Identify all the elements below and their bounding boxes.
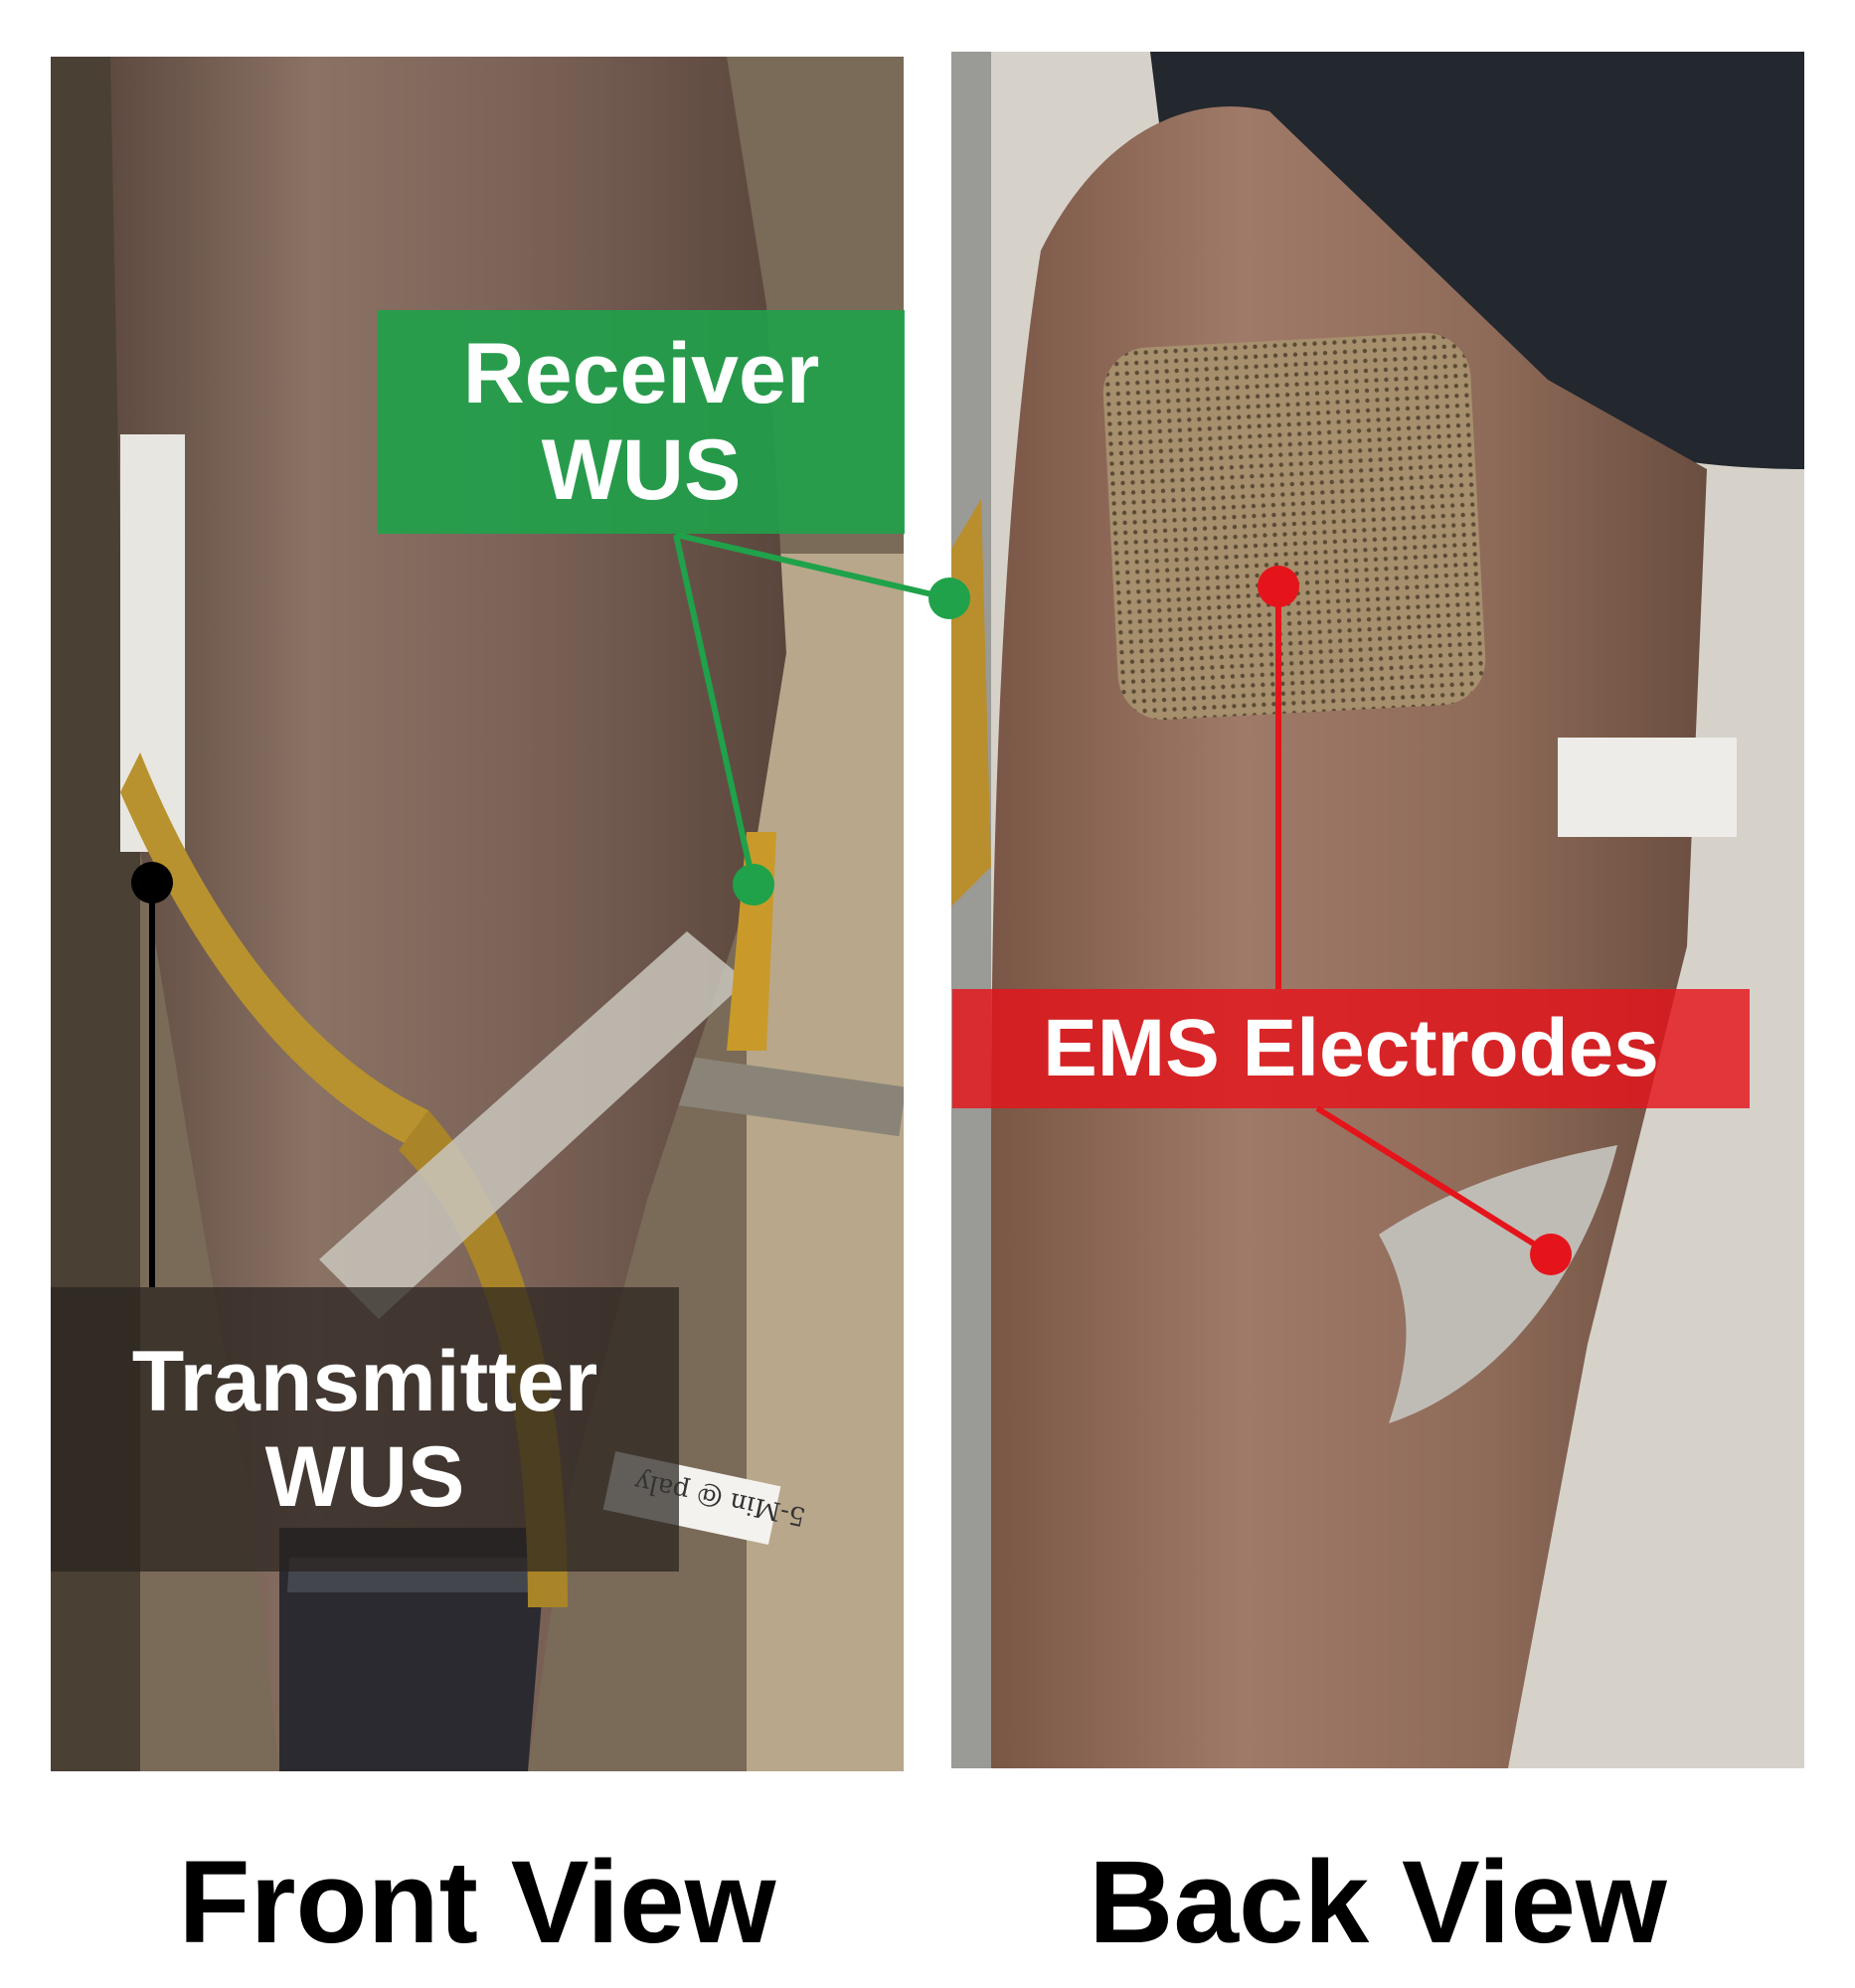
front-view-caption: Front View	[178, 1837, 776, 1968]
transmitter-wus-label: Transmitter WUS	[51, 1287, 679, 1572]
ems-electrodes-label: EMS Electrodes	[952, 989, 1750, 1108]
back-leg-illustration	[951, 52, 1804, 1768]
ems-leader-line-bottom	[1315, 1105, 1553, 1257]
receiver-label-line2: WUS	[541, 421, 742, 518]
receiver-marker-back	[928, 578, 970, 619]
transmitter-label-line1: Transmitter	[131, 1333, 598, 1429]
receiver-label-line1: Receiver	[462, 326, 820, 422]
back-view-caption: Back View	[1089, 1837, 1667, 1968]
receiver-wus-label: Receiver WUS	[378, 310, 905, 534]
transmitter-label-line2: WUS	[264, 1429, 465, 1525]
ems-marker-bottom	[1530, 1234, 1572, 1275]
receiver-leader-line-back	[675, 532, 950, 601]
ems-marker-top	[1258, 566, 1299, 607]
ems-label-text: EMS Electrodes	[1043, 1003, 1659, 1094]
back-view-photo	[951, 52, 1804, 1768]
receiver-leader-line-front	[673, 534, 757, 886]
receiver-marker-front	[733, 864, 774, 906]
transmitter-marker	[131, 862, 173, 904]
